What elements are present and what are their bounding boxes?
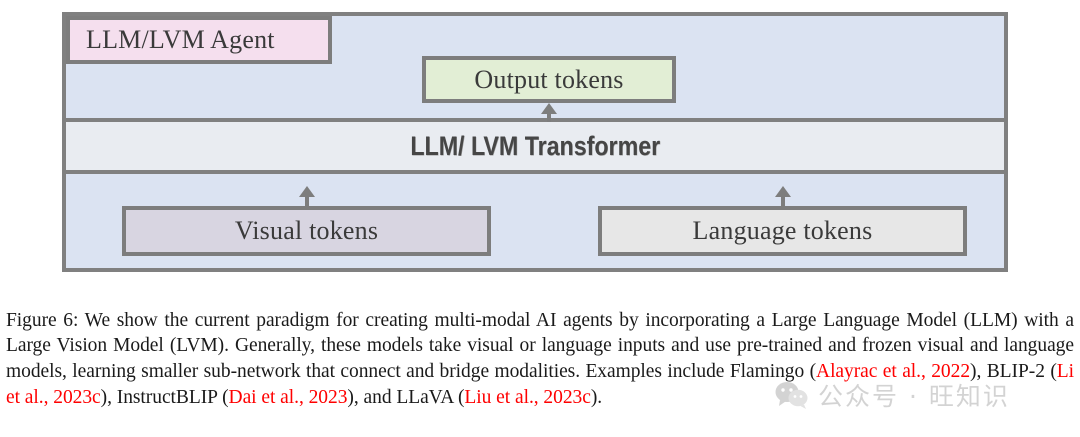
llm-lvm-agent-box: LLM/LVM Agent (66, 16, 332, 64)
arrow-visual-tokens-to-transformer-icon (299, 186, 315, 206)
arrow-head (299, 186, 315, 197)
caption-text-5: ). (590, 386, 603, 408)
language-tokens-box: Language tokens (598, 206, 967, 256)
input-tokens-band: Visual tokens Language tokens (66, 174, 1004, 268)
citation-alayrac[interactable]: Alayrac et al., 2022 (816, 361, 971, 383)
caption-text-1: Figure 6: We show the current paradigm f… (6, 309, 1074, 383)
caption-text-3: ), InstructBLIP ( (100, 386, 229, 408)
arrow-shaft (305, 193, 309, 206)
arrow-head (775, 186, 791, 197)
arrow-language-tokens-to-transformer-icon (775, 186, 791, 206)
arrow-shaft (547, 110, 551, 122)
figure-panel: LLM/LVM Agent Output tokens LLM/ LVM Tra… (62, 12, 1008, 272)
output-tokens-box: Output tokens (422, 56, 676, 103)
citation-dai[interactable]: Dai et al., 2023 (228, 386, 348, 408)
citation-liu[interactable]: Liu et al., 2023c (464, 386, 591, 408)
figure-caption: Figure 6: We show the current paradigm f… (6, 308, 1074, 411)
llm-lvm-transformer-label: LLM/ LVM Transformer (410, 130, 660, 161)
arrow-transformer-to-output-icon (541, 103, 557, 122)
citation-li[interactable]: Li et al., 2023c (6, 361, 1075, 408)
arrow-shaft (781, 193, 785, 206)
caption-text-2: ), BLIP-2 ( (970, 361, 1057, 383)
visual-tokens-box: Visual tokens (122, 206, 491, 256)
transformer-band: LLM/ LVM Transformer (66, 122, 1004, 174)
arrow-head (541, 103, 557, 114)
caption-text-4: ), and LLaVA ( (347, 386, 465, 408)
agent-band: LLM/LVM Agent Output tokens (66, 16, 1004, 122)
